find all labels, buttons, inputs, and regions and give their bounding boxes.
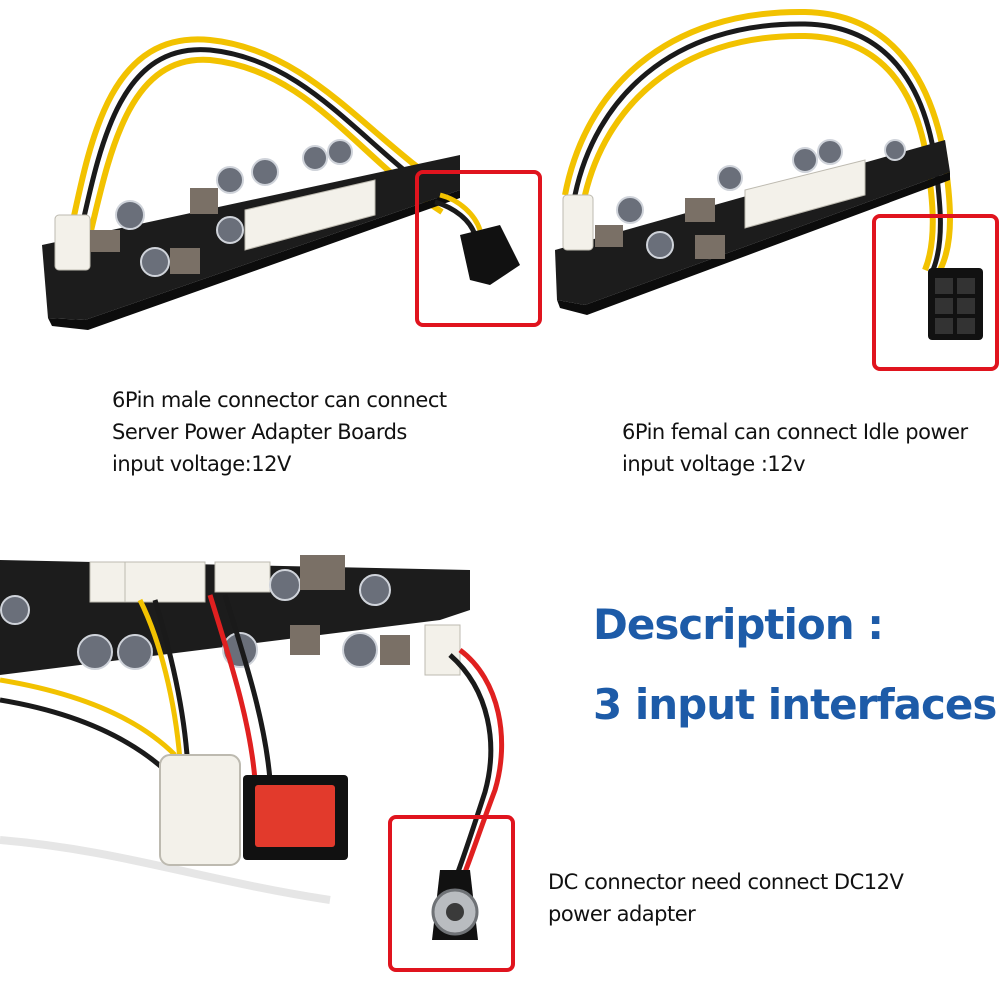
highlight-box-6pin-male <box>415 170 542 327</box>
highlight-box-6pin-female <box>872 214 999 371</box>
board-dc-connector-illustration <box>0 555 505 940</box>
product-photo-dc-connector <box>0 540 540 1000</box>
board-6pin-male-illustration <box>42 36 520 330</box>
description-title: Description : <box>593 600 884 649</box>
caption-dc-connector: DC connector need connect DC12V power ad… <box>548 866 904 930</box>
caption-6pin-male: 6Pin male connector can connect Server P… <box>112 384 447 480</box>
caption-6pin-female-line-2: input voltage :12v <box>622 452 806 476</box>
board-6pin-female-illustration <box>555 8 983 340</box>
caption-6pin-male-line-1: 6Pin male connector can connect <box>112 388 447 412</box>
caption-dc-connector-line-1: DC connector need connect DC12V <box>548 870 904 894</box>
caption-6pin-female-line-1: 6Pin femal can connect Idle power <box>622 420 968 444</box>
product-photo-6pin-male <box>30 20 550 350</box>
caption-dc-connector-line-2: power adapter <box>548 902 696 926</box>
caption-6pin-male-line-3: input voltage:12V <box>112 452 291 476</box>
description-subtitle: 3 input interfaces <box>593 680 997 729</box>
highlight-box-dc-connector <box>388 815 515 972</box>
caption-6pin-female: 6Pin femal can connect Idle power input … <box>622 416 968 480</box>
caption-6pin-male-line-2: Server Power Adapter Boards <box>112 420 407 444</box>
product-photo-6pin-female <box>545 0 1000 370</box>
